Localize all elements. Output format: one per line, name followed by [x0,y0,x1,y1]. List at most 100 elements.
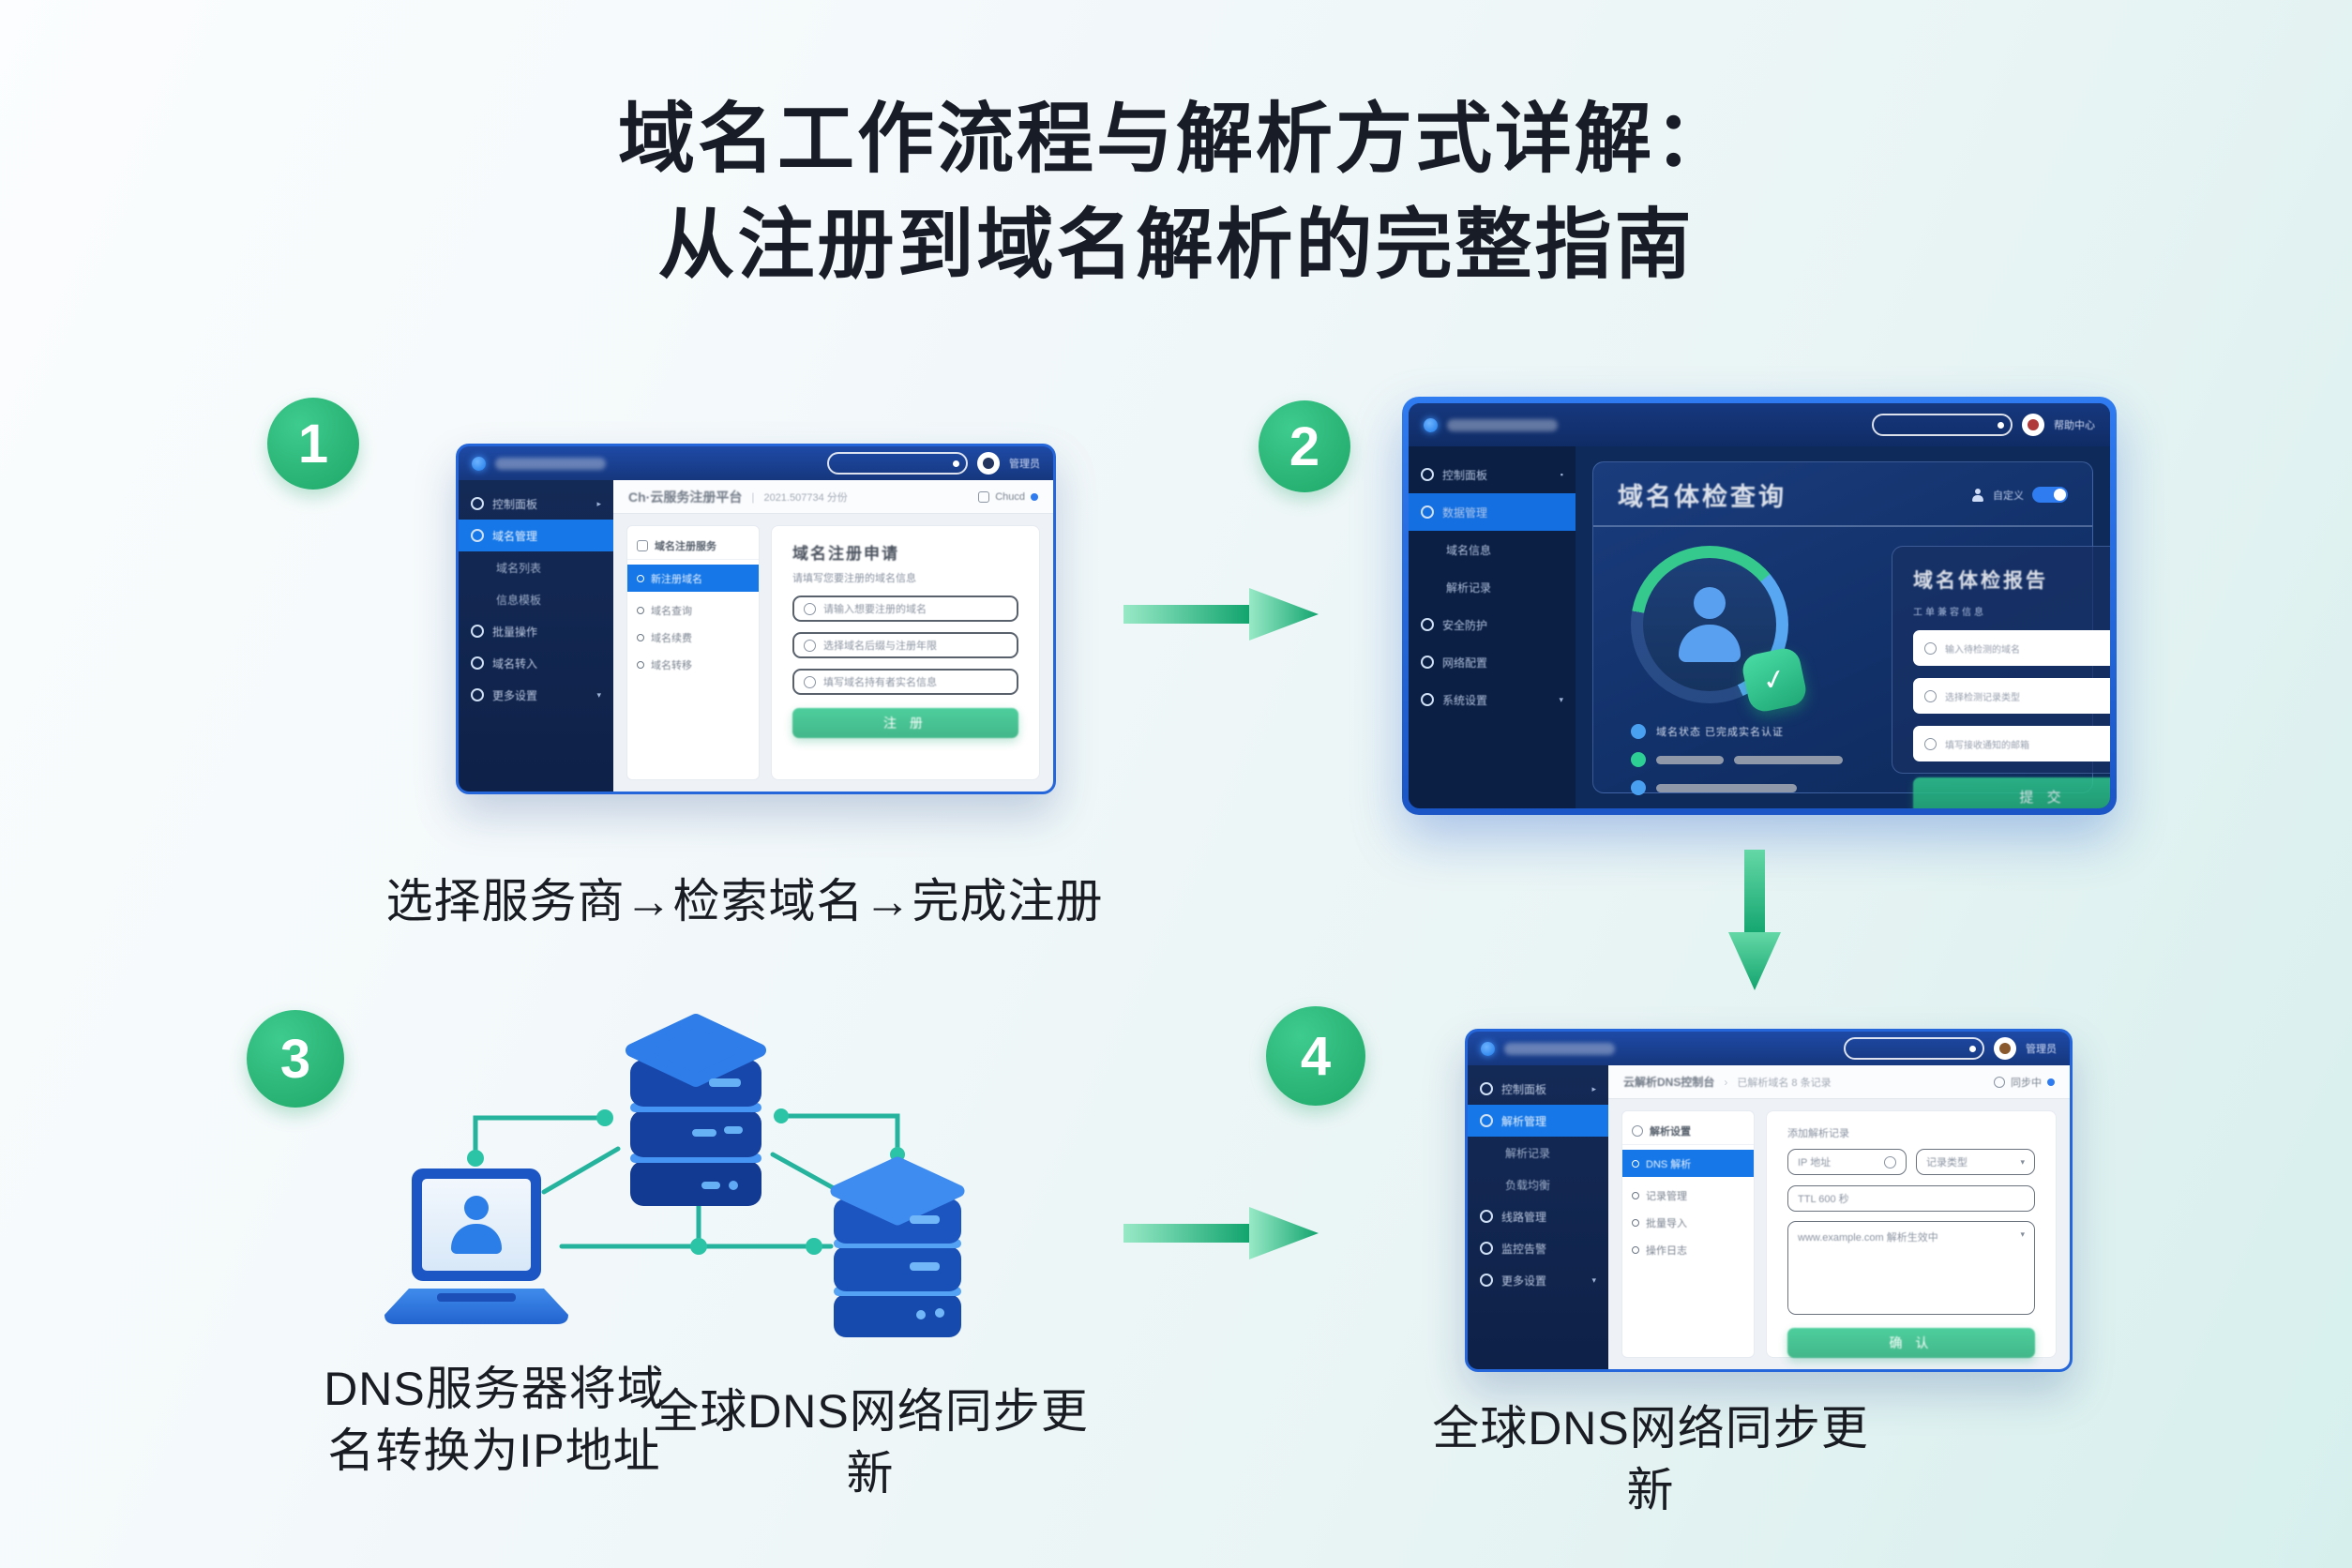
domain-input[interactable]: 请输入想要注册的域名 [792,596,1018,622]
sidebar-subitem[interactable]: 域名列表 [459,551,613,583]
checkbox-icon[interactable] [1924,737,1937,750]
flow-arrow-right-icon [1123,1207,1319,1259]
search-input[interactable] [1844,1037,1984,1060]
step-1-number: 1 [297,413,329,475]
logo-icon [472,456,486,471]
register-button[interactable]: 注 册 [792,708,1018,738]
search-icon [1998,421,2004,429]
checkbox-icon[interactable] [804,639,816,652]
record-type-input[interactable]: 选择检测记录类型 [1913,678,2110,714]
subnav-item[interactable]: 域名续费 [627,624,759,651]
sidebar-item[interactable]: 监控告警 [1468,1232,1608,1264]
person-icon [1672,585,1747,664]
mockup4-sidebar: 控制面板▸ 解析管理 解析记录 负载均衡 线路管理 监控告警 更多设置▾ [1468,1065,1608,1369]
status-text: 域名状态 已完成实名认证 [1656,727,1785,738]
nav-bullet-icon [1480,1210,1493,1223]
query-input[interactable]: 输入待检测的域名 [1913,630,2110,666]
sidebar-item[interactable]: 域名转入 [459,647,613,679]
sidebar-item[interactable]: 更多设置▾ [1468,1264,1608,1296]
search-input[interactable] [827,452,968,475]
subnav-item[interactable]: 操作日志 [1622,1236,1754,1263]
subnav-item-active[interactable]: DNS 解析 [1622,1150,1754,1177]
mockup2-sidebar: 控制面板▪ 数据管理 域名信息 解析记录 安全防护 网络配置 系统设置▾ [1409,446,1576,808]
client-laptop-icon [383,1168,570,1326]
avatar[interactable] [977,452,1000,475]
sidebar-subitem[interactable]: 负载均衡 [1505,1178,1551,1192]
sidebar-item-label: 批量操作 [492,625,538,639]
sidebar-item[interactable]: 控制面板▸ [1468,1073,1608,1105]
sidebar-item[interactable]: 控制面板▪ [1409,456,1576,493]
sidebar-item[interactable]: 控制面板▸ [459,488,613,520]
record-type-select[interactable]: 记录类型▾ [1916,1149,2035,1175]
breadcrumb-path: 已解析域名 8 条记录 [1737,1077,1832,1089]
sidebar-item-active[interactable]: 域名管理 [459,520,613,551]
chevron-right-icon: ▸ [596,498,601,508]
mode-toggle[interactable] [2032,487,2068,503]
breadcrumb-separator: › [1724,1075,1728,1089]
subnav-title: 域名注册服务 [627,532,759,560]
page-title-line1: 域名工作流程与解析方式详解： [617,97,1734,182]
panel-side-label: 自定义 [1993,490,2024,502]
mockup1-subnav: 域名注册服务 新注册域名 域名查询 域名续费 域名转移 [626,525,760,780]
sidebar-item-active[interactable]: 数据管理 [1409,493,1576,531]
confirm-button[interactable]: 确 认 [1787,1328,2035,1358]
nav-bullet-icon [1421,656,1434,669]
nav-bullet-icon [471,625,484,638]
user-label: 管理员 [1009,459,1040,470]
checkbox-icon[interactable] [804,675,816,688]
submit-button[interactable]: 提 交 [1913,777,2110,808]
sidebar-item[interactable]: 更多设置▾ [459,679,613,711]
checkbox-icon[interactable] [804,602,816,615]
sidebar-subitem[interactable]: 信息模板 [459,583,613,615]
checkbox-icon[interactable] [1924,641,1937,655]
subnav-item-active[interactable]: 新注册域名 [627,565,759,592]
nav-bullet-icon [471,497,484,510]
subnav-item[interactable]: 域名转移 [627,651,759,678]
sidebar-item[interactable]: 安全防护 [1409,606,1576,643]
region-icon [978,490,990,503]
breadcrumb-right[interactable]: 同步中 [1994,1075,2055,1090]
subnav-item[interactable]: 记录管理 [1622,1182,1754,1209]
record-value-textarea[interactable]: www.example.com 解析生效中 ▾ [1787,1221,2035,1315]
sidebar-subitem[interactable]: 解析记录 [1505,1146,1551,1160]
card-title: 域名体检报告 [1913,570,2048,592]
sidebar-subitem[interactable]: 域名信息 [1446,543,1492,557]
breadcrumb-brand: 云解析DNS控制台 [1623,1076,1715,1089]
nav-bullet-icon [1480,1274,1493,1287]
region-label: Chucd [995,490,1025,503]
step-3-caption-left: DNS服务器将域 名转换为IP地址 [260,1358,729,1482]
sidebar-item-active[interactable]: 解析管理 [1468,1105,1608,1137]
subnav-item[interactable]: 批量导入 [1622,1209,1754,1236]
brand-blur [1447,418,1558,431]
flow-arrow-right-icon [1123,588,1319,641]
search-input[interactable] [1872,414,2013,436]
email-input[interactable]: 填写接收通知的邮箱 [1913,726,2110,761]
checkbox-icon[interactable] [1924,689,1937,702]
suffix-input[interactable]: 选择域名后缀与注册年限 [792,632,1018,658]
step-3-caption-line1: DNS服务器将域 [324,1363,665,1415]
sidebar-item-label: 域名转入 [492,656,538,671]
avatar[interactable] [1994,1037,2016,1060]
dns-settings-window: 管理员 控制面板▸ 解析管理 解析记录 负载均衡 线路管理 监控告警 更多设置▾… [1465,1029,2073,1372]
status-row [1631,752,1843,767]
sidebar-item-label: 域名管理 [492,529,538,543]
owner-input[interactable]: 填写域名持有者实名信息 [792,669,1018,695]
avatar[interactable] [2022,414,2044,436]
check-form-card: 域名体检报告 工单兼容信息 输入待检测的域名 选择检测记录类型 填写接收通知的邮… [1892,546,2110,808]
sidebar-item[interactable]: 系统设置▾ [1409,681,1576,718]
sidebar-item[interactable]: 批量操作 [459,615,613,647]
page-title: 域名工作流程与解析方式详解： 从注册到域名解析的完整指南 [0,86,2352,298]
breadcrumb-right[interactable]: Chucd [978,490,1038,503]
user-label: 帮助中心 [2054,420,2095,431]
sidebar-subitem[interactable]: 解析记录 [1446,580,1492,595]
breadcrumb-separator: | [751,490,755,504]
sidebar-item[interactable]: 线路管理 [1468,1200,1608,1232]
sidebar-item-label: 信息模板 [496,593,542,607]
subnav-item[interactable]: 域名查询 [627,596,759,624]
placeholder-bar [1656,755,1724,764]
user-person-icon [449,1196,504,1254]
sync-icon [1994,1076,2005,1088]
sidebar-item[interactable]: 网络配置 [1409,643,1576,681]
ttl-input[interactable]: TTL 600 秒 [1787,1185,2035,1212]
ip-address-input[interactable]: IP 地址 [1787,1149,1907,1175]
